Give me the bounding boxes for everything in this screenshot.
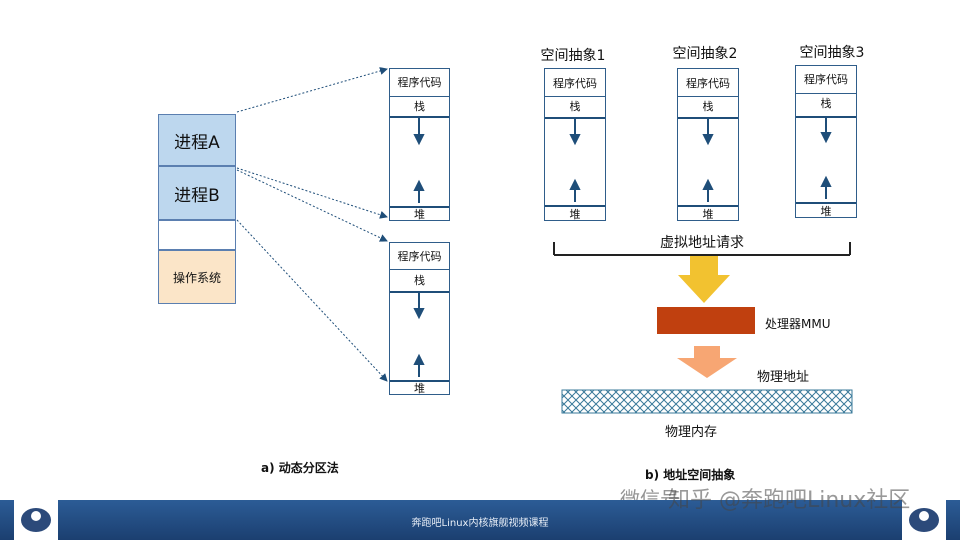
footer-text: 奔跑吧Linux内核旗舰视频课程 bbox=[411, 518, 549, 529]
caption-left: a) 动态分区法 bbox=[261, 461, 339, 475]
stack-label: 栈 bbox=[414, 100, 425, 113]
physical-addr-label: 物理地址 bbox=[757, 370, 810, 385]
stack-label: 栈 bbox=[569, 100, 581, 113]
heap-label: 堆 bbox=[414, 208, 425, 221]
space-title-1: 空间抽象1 bbox=[540, 48, 606, 64]
heap-label: 堆 bbox=[414, 382, 425, 395]
mmu-block bbox=[657, 307, 755, 334]
heap-label: 堆 bbox=[820, 205, 832, 218]
watermark-visible: 知乎 @奔跑吧Linux社区 bbox=[668, 488, 911, 513]
process-a-label: 进程A bbox=[174, 132, 220, 153]
request-bracket bbox=[553, 242, 851, 256]
logo-right bbox=[902, 500, 946, 540]
os-block: 操作系统 bbox=[158, 250, 236, 304]
code-segment-label: 程序代码 bbox=[553, 77, 597, 90]
request-arrow bbox=[678, 256, 730, 303]
logo-left bbox=[14, 500, 58, 540]
empty-block bbox=[158, 220, 236, 250]
code-segment-label: 程序代码 bbox=[397, 250, 442, 263]
os-label: 操作系统 bbox=[172, 270, 221, 285]
process-a-block: 进程A bbox=[158, 114, 236, 166]
caption-right: b) 地址空间抽象 bbox=[645, 468, 736, 482]
stack-label: 栈 bbox=[414, 274, 425, 287]
physical-arrow bbox=[677, 346, 737, 378]
physical-mem-label: 物理内存 bbox=[665, 425, 718, 440]
heap-label: 堆 bbox=[569, 208, 581, 221]
code-segment-label: 程序代码 bbox=[397, 76, 442, 89]
physical-memory-block bbox=[561, 389, 853, 414]
heap-label: 堆 bbox=[702, 208, 714, 221]
code-segment-label: 程序代码 bbox=[804, 73, 848, 86]
process-b-block: 进程B bbox=[158, 166, 236, 220]
process-b-label: 进程B bbox=[174, 185, 220, 206]
space-title-2: 空间抽象2 bbox=[672, 46, 738, 62]
mmu-label: 处理器MMU bbox=[765, 317, 831, 331]
stack-label: 栈 bbox=[702, 100, 714, 113]
footer-bar: 奔跑吧Linux内核旗舰视频课程 bbox=[0, 500, 960, 540]
stack-label: 栈 bbox=[820, 97, 832, 110]
request-label: 虚拟地址请求 bbox=[660, 235, 744, 251]
space-title-3: 空间抽象3 bbox=[799, 45, 865, 61]
code-segment-label: 程序代码 bbox=[686, 77, 730, 90]
